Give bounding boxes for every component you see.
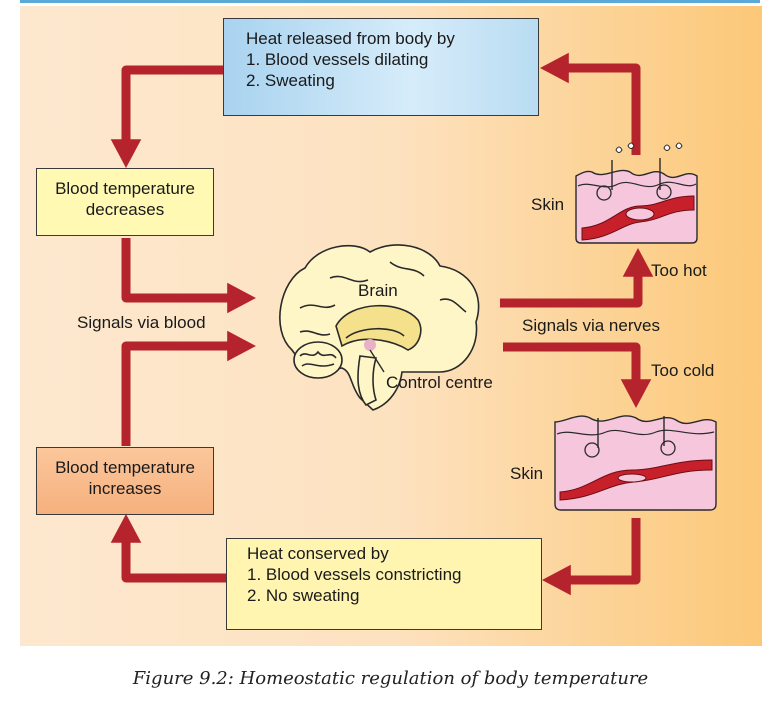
signals-via-blood-label: Signals via blood bbox=[77, 313, 206, 332]
temperature-decreases-line-2: decreases bbox=[85, 200, 165, 219]
arrow-heat-conserved-to-increase bbox=[110, 514, 226, 583]
skin-too-hot-illustration bbox=[575, 142, 698, 244]
heat-released-box: Heat released from body by 1. Blood vess… bbox=[223, 18, 539, 116]
temperature-increases-line-2: increases bbox=[88, 479, 162, 498]
arrow-skin-to-heat-conserved bbox=[542, 518, 641, 596]
arrow-brain-to-too-hot bbox=[500, 248, 654, 308]
heat-conserved-item-1: 1. Blood vessels constricting bbox=[247, 565, 462, 584]
arrow-brain-to-too-cold bbox=[503, 342, 652, 408]
heat-conserved-item-2: 2. No sweating bbox=[247, 586, 360, 605]
skin-too-cold-illustration bbox=[554, 415, 717, 511]
heat-released-item-2: 2. Sweating bbox=[246, 71, 335, 90]
arrow-decrease-to-brain bbox=[121, 238, 256, 314]
too-cold-label: Too cold bbox=[651, 361, 715, 380]
top-rule bbox=[20, 0, 760, 3]
skin-label-bottom: Skin bbox=[510, 464, 544, 483]
heat-released-item-1: 1. Blood vessels dilating bbox=[246, 50, 429, 69]
too-hot-label: Too hot bbox=[651, 261, 707, 280]
arrow-increase-to-brain bbox=[121, 330, 256, 446]
brain-illustration bbox=[279, 244, 480, 411]
arrow-heat-released-to-decrease bbox=[110, 65, 223, 168]
heat-conserved-title: Heat conserved by bbox=[247, 544, 389, 563]
signals-via-nerves-label: Signals via nerves bbox=[522, 316, 660, 335]
skin-label-top: Skin bbox=[531, 195, 565, 214]
temperature-increases-line-1: Blood temperature bbox=[55, 458, 195, 477]
brain-label: Brain bbox=[358, 281, 398, 300]
control-centre-label: Control centre bbox=[386, 373, 493, 392]
arrow-skin-to-heat-released bbox=[540, 52, 641, 155]
temperature-increases-box: Blood temperature increases bbox=[36, 447, 214, 515]
figure-caption: Figure 9.2: Homeostatic regulation of bo… bbox=[132, 668, 649, 689]
temperature-decreases-box: Blood temperature decreases bbox=[36, 168, 214, 236]
temperature-decreases-line-1: Blood temperature bbox=[55, 179, 195, 198]
heat-conserved-box: Heat conserved by 1. Blood vessels const… bbox=[226, 538, 542, 630]
heat-released-title: Heat released from body by bbox=[246, 29, 455, 48]
